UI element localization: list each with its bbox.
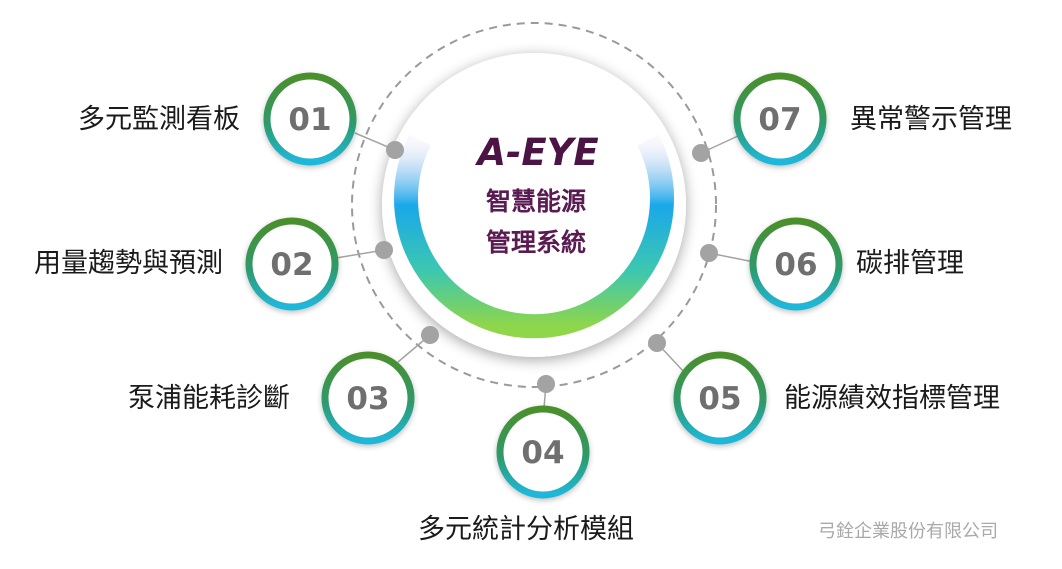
module-02-label: 用量趨勢與預測 (34, 248, 223, 279)
connector-dot-05 (648, 334, 666, 352)
connector-dot-01 (386, 141, 404, 159)
module-05-ring (673, 351, 767, 445)
module-04-number: 04 (521, 435, 564, 471)
module-07-label: 異常警示管理 (850, 104, 1012, 135)
module-01-number: 01 (288, 102, 331, 138)
connector-dot-03 (421, 326, 439, 344)
module-02: 02 用量趨勢與預測 (34, 217, 339, 311)
module-03-label: 泵浦能耗診斷 (128, 383, 290, 414)
module-05-number: 05 (698, 381, 741, 417)
module-02-number: 02 (270, 247, 313, 283)
module-07: 07 異常警示管理 (733, 72, 1012, 166)
center-gradient-arc (394, 134, 674, 339)
module-07-number: 07 (758, 102, 801, 138)
connector-dot-06 (700, 244, 718, 262)
connector-dot-07 (692, 144, 710, 162)
module-04-label: 多元統計分析模組 (418, 514, 634, 545)
connector-dot-04 (537, 375, 555, 393)
module-06-ring (749, 217, 843, 311)
module-01-ring (263, 72, 357, 166)
module-04-ring (496, 405, 590, 499)
module-03-number: 03 (346, 381, 389, 417)
connector-dots (375, 141, 718, 393)
dashed-orbit (351, 22, 717, 388)
module-06: 06 碳排管理 (749, 217, 964, 311)
module-03: 03 泵浦能耗診斷 (128, 351, 415, 445)
center-subtitle-line2: 管理系統 (486, 228, 586, 257)
module-04: 04 多元統計分析模組 (418, 405, 634, 545)
center-disc (382, 53, 686, 357)
module-06-number: 06 (774, 247, 817, 283)
center-title: A-EYE (474, 131, 598, 174)
module-05: 05 能源績效指標管理 (673, 351, 1000, 445)
module-07-ring (733, 72, 827, 166)
module-03-ring (321, 351, 415, 445)
module-01-label: 多元監測看板 (78, 104, 240, 135)
module-06-label: 碳排管理 (856, 248, 964, 279)
module-01: 01 多元監測看板 (78, 72, 357, 166)
company-name: 弓銓企業股份有限公司 (818, 521, 998, 542)
module-05-label: 能源績效指標管理 (784, 383, 1000, 414)
connector-dot-02 (375, 241, 393, 259)
module-02-ring (245, 217, 339, 311)
center-subtitle-line1: 智慧能源 (486, 187, 586, 216)
